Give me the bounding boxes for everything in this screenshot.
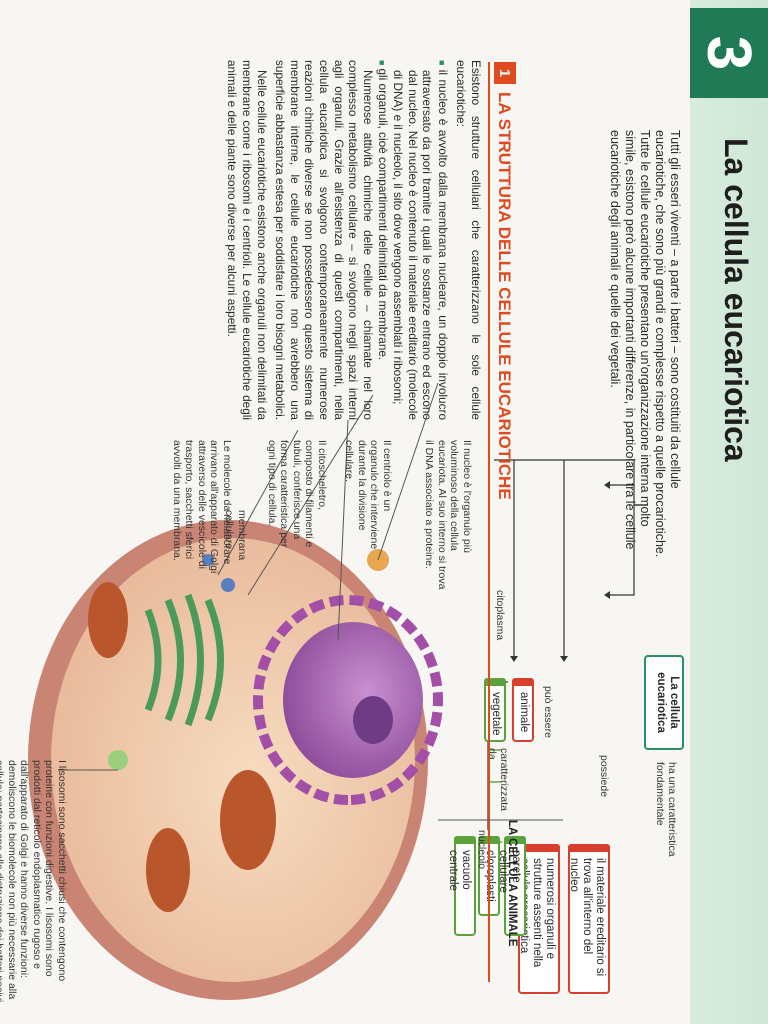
vesicle [221,578,235,592]
golgi-apparatus [144,593,224,727]
label-citoplasma: citoplasma [494,590,506,641]
callout-lines [58,382,563,821]
mitochondrion-3 [88,582,128,658]
label-nucleolo: nucleolo [476,830,488,870]
annotation-nucleo: Il nucleo è l'organulo più voluminoso de… [423,440,474,590]
endoplasmic-reticulum [253,595,443,805]
annotation-lisosomi: I lisosomi sono sacchetti chiusi che con… [0,760,68,1006]
lysosome [108,750,128,770]
annotation-vescicole: Le molecole da rielaborare arrivano all'… [171,440,233,574]
annotation-centriolo: Il centriolo è un organulo che intervien… [343,440,394,550]
figure-title: LA CELLULA ANIMALE [506,820,518,947]
vesicle-2 [202,554,214,566]
nucleolus [353,696,393,744]
mitochondrion [220,770,276,870]
mitochondrion-2 [146,828,190,912]
nucleus [283,622,423,778]
annotation-citoscheletro: Il citoscheletro, composto di filamenti … [266,440,328,548]
